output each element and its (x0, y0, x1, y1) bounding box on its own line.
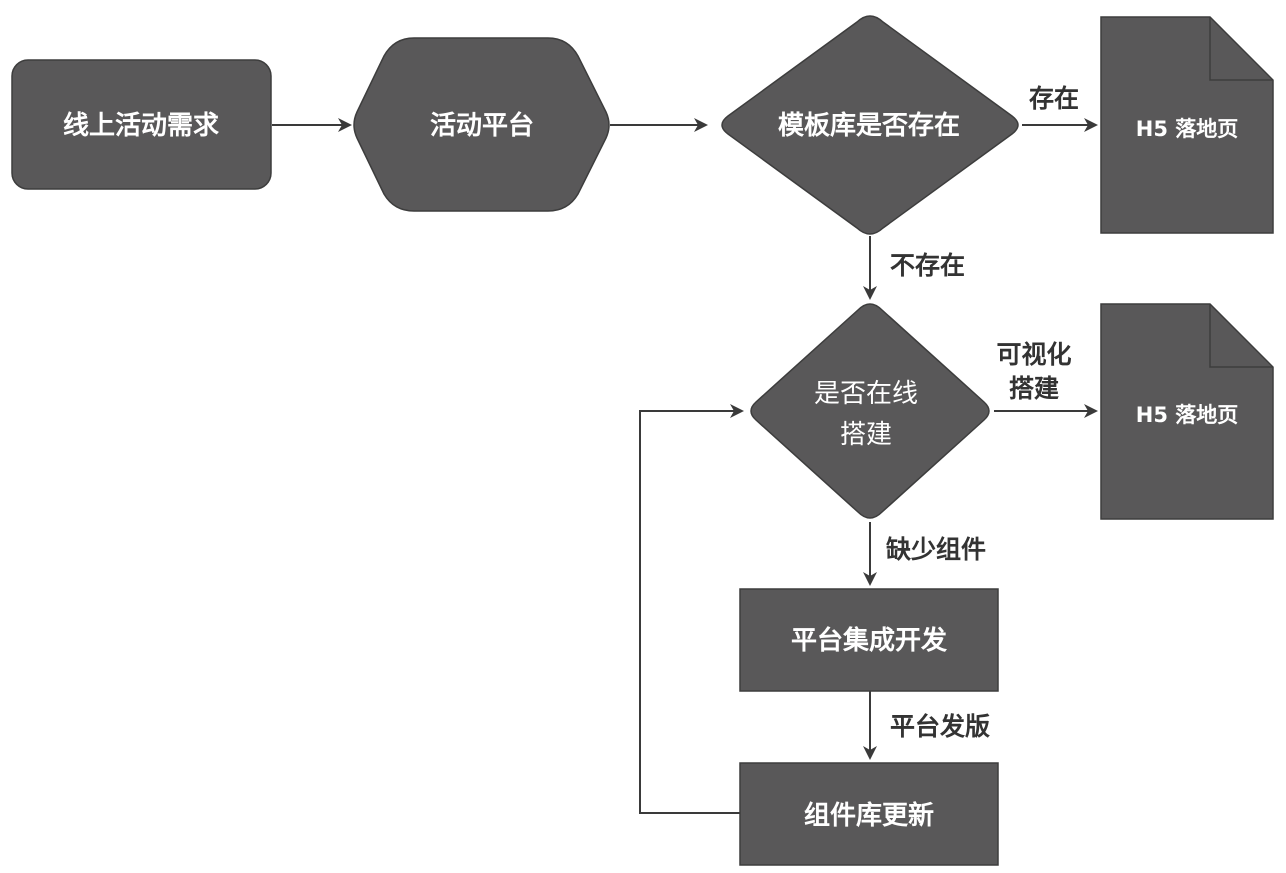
node-template-exists: 模板库是否存在 (721, 15, 1019, 235)
label-exists: 存在 (1029, 84, 1079, 113)
edges (272, 118, 1098, 814)
node-online-demand: 线上活动需求 (11, 59, 272, 190)
node-h5-page-mid-label: H5 落地页 (1136, 403, 1239, 427)
label-not-exists: 不存在 (890, 251, 965, 280)
node-platform-integration: 平台集成开发 (739, 588, 999, 692)
node-activity-platform-label: 活动平台 (430, 110, 534, 141)
node-component-update: 组件库更新 (739, 762, 999, 866)
node-activity-platform: 活动平台 (353, 37, 610, 212)
node-component-update-label: 组件库更新 (804, 800, 934, 831)
node-h5-page-top-label: H5 落地页 (1136, 117, 1239, 141)
label-missing-component: 缺少组件 (886, 535, 986, 564)
label-visual-build-2: 搭建 (1009, 374, 1059, 403)
node-h5-page-top: H5 落地页 (1100, 16, 1274, 234)
node-online-build-label-2: 搭建 (840, 420, 892, 450)
node-h5-page-mid: H5 落地页 (1100, 303, 1274, 520)
label-visual-build-1: 可视化 (996, 340, 1071, 369)
label-platform-release: 平台发版 (890, 712, 990, 741)
node-platform-integration-label: 平台集成开发 (791, 625, 947, 656)
edge-labels: 存在 不存在 可视化 搭建 缺少组件 平台发版 (886, 84, 1079, 741)
node-online-build-label-1: 是否在线 (814, 379, 918, 409)
node-template-exists-label: 模板库是否存在 (778, 111, 960, 141)
node-online-build: 是否在线 搭建 (750, 303, 990, 519)
edge-update-loop-back (639, 404, 744, 814)
node-online-demand-label: 线上活动需求 (63, 111, 219, 141)
